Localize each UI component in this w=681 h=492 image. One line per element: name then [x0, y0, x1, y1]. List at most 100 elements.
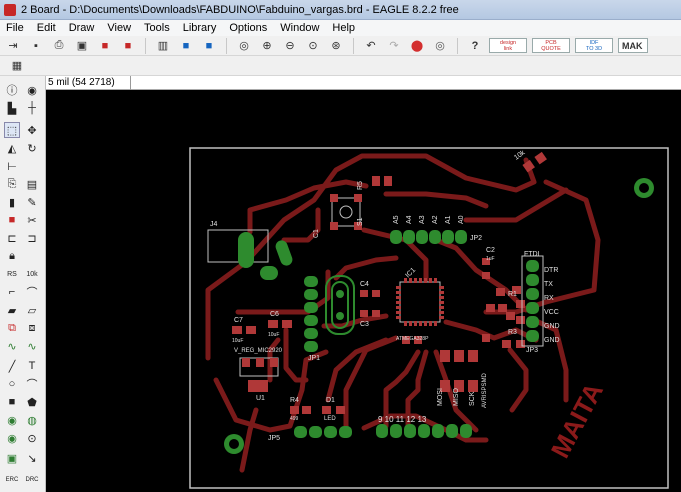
rotate-icon[interactable]: ↻ — [27, 142, 37, 155]
meander-icon[interactable]: ∿ — [7, 340, 17, 353]
copy-icon[interactable]: ⎘ — [7, 177, 17, 190]
text-icon[interactable]: T — [28, 360, 36, 372]
ripup-icon[interactable]: ▱ — [27, 304, 37, 317]
isp-pad — [454, 380, 464, 392]
design-link-button[interactable]: design link — [489, 38, 527, 53]
make-button[interactable]: MAK — [618, 38, 648, 53]
add-icon[interactable]: ■ — [8, 214, 16, 226]
traces — [205, 153, 601, 473]
undo-icon[interactable]: ↶ — [366, 40, 376, 52]
group-icon[interactable]: ⊐ — [27, 232, 37, 245]
help-icon[interactable]: ? — [471, 39, 479, 52]
menu-tools[interactable]: Tools — [144, 22, 170, 34]
sch-icon[interactable]: ■ — [101, 39, 109, 52]
pcb-quote-button[interactable]: PCB QUOTE — [532, 38, 570, 53]
zoom-in-icon[interactable]: ⊕ — [262, 40, 272, 52]
info-icon[interactable]: ⓘ — [6, 85, 18, 97]
main-toolbar: ⇥ ▪ ⎙ ▣ ■ ■ ▥ ■ ■ ◎ ⊕ ⊖ ⊙ ⊛ ↶ ↷ ⬤ ◎ ? de… — [0, 36, 681, 56]
move-icon[interactable]: ✥ — [27, 124, 37, 137]
menu-help[interactable]: Help — [332, 22, 356, 34]
r5-pad — [372, 176, 380, 186]
mark-icon[interactable]: ┼ — [28, 102, 36, 114]
hole-icon[interactable]: ◍ — [27, 414, 37, 427]
circle-icon[interactable]: ○ — [8, 378, 16, 390]
split-icon[interactable]: ⌐ — [8, 286, 16, 298]
zoom-redraw-icon[interactable]: ⊛ — [331, 40, 341, 52]
r10k-pad — [522, 159, 535, 173]
label-c7-value: 10uF — [232, 338, 243, 344]
label-a0: A0 — [458, 215, 465, 224]
drc-icon[interactable]: ↘ — [27, 452, 37, 465]
select-icon[interactable]: ⬚ — [4, 122, 20, 138]
s1-pad — [354, 194, 362, 202]
idf-to-3d-button[interactable]: IDF TO 3D — [575, 38, 613, 53]
label-miso: MISO — [453, 388, 460, 406]
mount-hole — [639, 183, 649, 193]
show-icon[interactable]: ◉ — [27, 84, 37, 97]
go-icon[interactable]: ◎ — [435, 40, 445, 52]
display-layers-icon[interactable]: ▙ — [7, 102, 17, 115]
menu-window[interactable]: Window — [280, 22, 320, 34]
stop-icon[interactable]: ⬤ — [410, 40, 424, 52]
command-input[interactable] — [131, 76, 681, 90]
c7-pad — [232, 326, 242, 334]
erc-icon[interactable]: ERC — [5, 477, 19, 483]
paste-icon[interactable]: ▤ — [26, 178, 38, 191]
r-pad — [486, 304, 495, 312]
delete-icon[interactable]: ▮ — [8, 196, 16, 209]
replace-icon[interactable]: ✂ — [27, 214, 37, 227]
label-r3: R3 — [508, 329, 517, 336]
open-icon[interactable]: ⇥ — [8, 40, 18, 52]
library-icon[interactable]: ▥ — [157, 40, 169, 52]
fanout-icon[interactable]: ⧈ — [28, 321, 36, 334]
value-icon[interactable]: 10k — [26, 270, 38, 278]
drc-check-icon[interactable]: DRC — [25, 477, 39, 483]
crystal-pad — [336, 290, 344, 298]
mirror-icon[interactable]: ◭ — [7, 142, 17, 155]
miter-icon[interactable]: ⌒ — [26, 287, 38, 299]
zoom-select-icon[interactable]: ⊙ — [308, 40, 318, 52]
brd-icon[interactable]: ■ — [124, 39, 132, 52]
menu-view[interactable]: View — [107, 22, 132, 34]
menu-file[interactable]: File — [6, 22, 24, 34]
dimension-icon[interactable]: ⊙ — [27, 432, 37, 445]
zoom-fit-icon[interactable]: ◎ — [239, 40, 249, 52]
menu-library[interactable]: Library — [182, 22, 217, 34]
line-icon[interactable]: ╱ — [8, 360, 16, 373]
ratsnest-icon[interactable]: ▣ — [6, 452, 18, 465]
optimize-icon[interactable]: ⊏ — [7, 232, 17, 245]
grid-icon[interactable]: ▦ — [11, 60, 23, 72]
j4-pad — [260, 266, 278, 280]
signal-icon[interactable]: ∿ — [27, 340, 37, 353]
c6-pad — [282, 320, 292, 328]
smash-icon[interactable]: RS — [7, 270, 17, 278]
r-pad — [502, 340, 511, 348]
cap-pad — [402, 336, 410, 344]
autorouter-icon[interactable]: ⧉ — [8, 321, 16, 334]
label-dtr: DTR — [544, 267, 558, 274]
r-pad — [506, 312, 515, 320]
lock-icon[interactable]: 🔒︎ — [9, 249, 15, 262]
zoom-out-icon[interactable]: ⊖ — [285, 40, 295, 52]
menu-options[interactable]: Options — [229, 22, 268, 34]
window-title: 2 Board - D:\Documents\Downloads\FABDUIN… — [21, 3, 459, 16]
label-a5: A5 — [393, 215, 400, 224]
cam-icon[interactable]: ▣ — [76, 40, 88, 52]
align-icon[interactable]: ⊢ — [7, 160, 17, 173]
polygon-icon[interactable]: ⬟ — [27, 396, 37, 409]
menu-edit[interactable]: Edit — [36, 22, 56, 34]
attribute-icon[interactable]: ◉ — [7, 432, 17, 445]
vreg-pad — [270, 358, 278, 367]
arc-icon[interactable]: ⌒ — [26, 379, 38, 391]
ulp-icon[interactable]: ■ — [205, 39, 213, 52]
wrench-icon[interactable]: ✎ — [27, 196, 37, 209]
print-icon[interactable]: ⎙ — [54, 39, 64, 51]
rect-icon[interactable]: ■ — [8, 396, 16, 408]
board-canvas[interactable]: J4 C1 R5 S1 A5 A4 A3 A2 A1 A0 JP2 IC1 AT… — [46, 90, 681, 492]
script-icon[interactable]: ■ — [182, 39, 190, 52]
via-icon[interactable]: ◉ — [7, 414, 17, 427]
save-icon[interactable]: ▪ — [34, 39, 38, 52]
menu-draw[interactable]: Draw — [68, 22, 95, 34]
route-icon[interactable]: ▰ — [7, 304, 17, 317]
redo-icon[interactable]: ↷ — [389, 40, 399, 52]
